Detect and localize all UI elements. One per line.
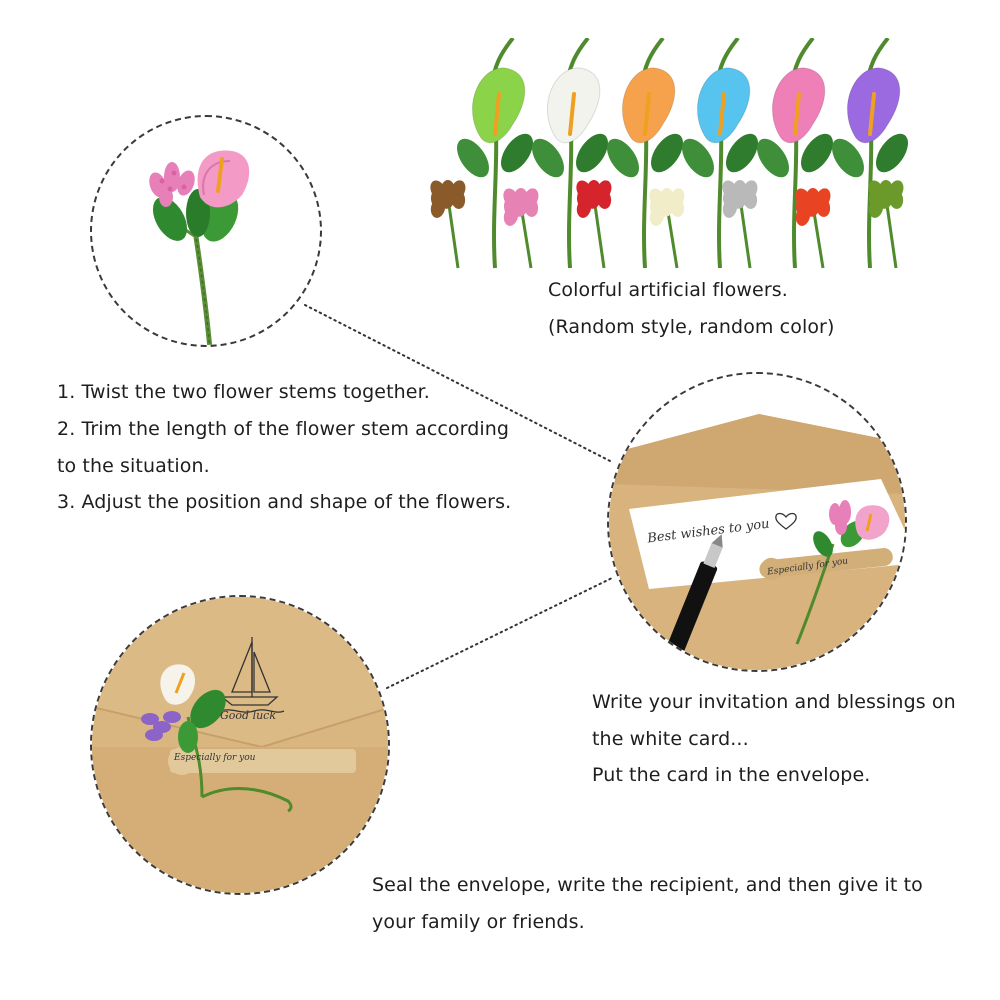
flowers-caption-1: Colorful artificial flowers.	[548, 279, 788, 301]
connector-line-bottom	[386, 577, 613, 689]
seal-caption-2: your family or friends.	[372, 911, 585, 933]
sealed-envelope-illustration	[92, 597, 388, 893]
seal-caption-1: Seal the envelope, write the recipient, …	[372, 874, 923, 896]
flowers-caption-2: (Random style, random color)	[548, 316, 835, 338]
step-3: 3. Adjust the position and shape of the …	[57, 491, 512, 513]
step-2-continued: to the situation.	[57, 455, 210, 477]
connector-line-top	[304, 304, 613, 463]
envelope-tag-text: Especially for you	[174, 753, 256, 763]
sealed-envelope-circle: Good luck Especially for you	[90, 595, 390, 895]
card-envelope-illustration	[609, 414, 905, 670]
single-flower-circle	[90, 115, 322, 347]
single-flower-illustration	[149, 150, 250, 345]
write-caption-1: Write your invitation and blessings on	[592, 691, 956, 713]
heart-icon	[775, 512, 797, 530]
step-1: 1. Twist the two flower stems together.	[57, 381, 430, 403]
step-2: 2. Trim the length of the flower stem ac…	[57, 418, 510, 440]
good-luck-text: Good luck	[220, 709, 276, 722]
card-writing-circle: Best wishes to you Especially for you	[607, 372, 907, 672]
write-caption-2: the white card...	[592, 728, 749, 750]
flower-row-illustration	[430, 38, 908, 269]
write-caption-3: Put the card in the envelope.	[592, 764, 871, 786]
sailboat-icon	[219, 637, 285, 713]
